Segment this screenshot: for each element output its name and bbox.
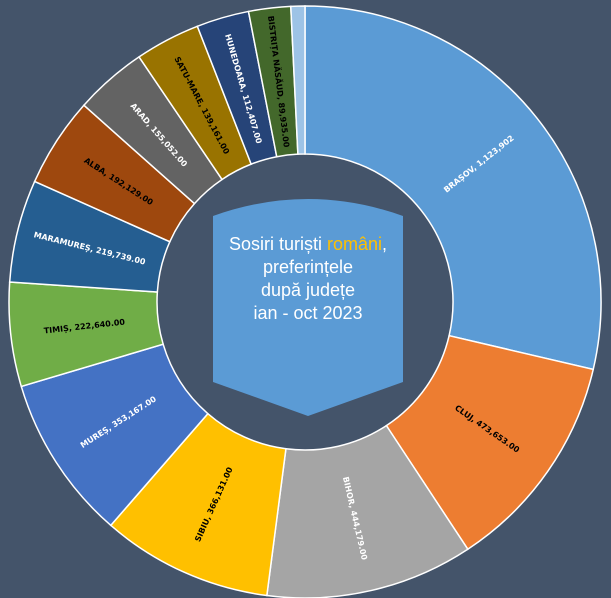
title-line-1-part-3: , <box>382 234 387 254</box>
slice-brasov <box>304 5 602 371</box>
chart-slices <box>8 5 602 598</box>
title-line-2-part-1: preferințele <box>263 257 353 277</box>
title-line-1-part-1: Sosiri turiști <box>229 234 327 254</box>
chart-title: Sosiri turiști români, preferințele după j… <box>229 234 387 323</box>
center-badge <box>213 199 403 416</box>
title-line-3-part-1: după județe <box>261 280 355 300</box>
slice-other <box>289 5 306 155</box>
title-line-1-part-2: români <box>327 234 382 254</box>
title-line-4-part-1: ian - oct 2023 <box>253 303 362 323</box>
